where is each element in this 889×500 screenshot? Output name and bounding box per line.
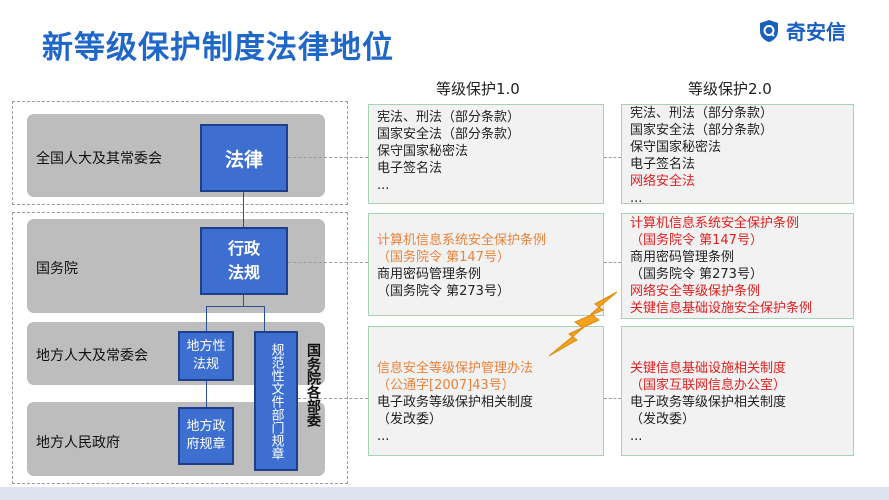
v1-panel-admin: 计算机信息系统安全保护条例 （国务院令 第147号） 商用密码管理条例 （国务院令 第… (368, 213, 604, 316)
local-regulation-box: 地方性 法规 (178, 331, 234, 381)
v1-panel-dept: 信息安全等级保护管理办法 （公通字[2007]43号） 电子政务等级保护相关制度 （发… (368, 326, 604, 456)
ministries-label: 国务院各部委 (305, 343, 321, 427)
page-title: 新等级保护制度法律地位 (42, 30, 394, 66)
connector-law-admin (243, 192, 244, 228)
panel-line: （国务院令 第273号） (630, 267, 763, 282)
national-group-frame (12, 101, 348, 205)
connector-v1-v2-row1 (604, 157, 621, 158)
column-header-v2: 等级保护2.0 (688, 80, 772, 98)
panel-line: （国务院令 第273号） (377, 284, 510, 299)
v2-panel-dept: 关键信息基础设施相关制度 （国家互联网信息办公室） 电子政务等级保护相关制度 （发改委… (621, 326, 854, 456)
v1-panel-law: 宪法、刑法（部分条款） 国家安全法（部分条款） 保守国家秘密法电子签名法... (368, 104, 604, 204)
connector-branch-h (206, 306, 264, 307)
admin-box-line1: 行政 (227, 239, 260, 258)
row-label-local-gov: 地方人民政府 (36, 435, 120, 451)
connector-branch-left (206, 306, 207, 331)
local-gov-rule-box: 地方政 府规章 (178, 407, 234, 465)
row-label-npc: 全国人大及其常委会 (36, 151, 162, 167)
panel-line: 网络安全法 (630, 174, 696, 189)
panel-line: （发改委） (377, 412, 443, 427)
panel-line: 国家安全法（部分条款） (630, 123, 774, 138)
panel-line: 电子政务等级保护相关制度 (377, 395, 534, 410)
admin-box-line2: 法规 (227, 263, 260, 282)
connector-dept-panel (298, 398, 368, 399)
connector-admin-panel (288, 262, 368, 263)
panel-line: （国务院令 第147号） (377, 250, 510, 265)
logo-text: 奇安信 (786, 20, 846, 44)
panel-line: 国家安全法（部分条款） (377, 127, 521, 142)
shield-logo-icon (760, 19, 778, 42)
panel-line: （国务院令 第147号） (630, 233, 763, 248)
bottom-strip (0, 487, 889, 500)
local-gov-rule-line2: 府规章 (186, 437, 226, 452)
connector-local-reg-gov (206, 380, 207, 408)
panel-line: 计算机信息系统安全保护条例 (377, 233, 547, 248)
panel-line: 信息安全等级保护管理办法 (377, 361, 534, 376)
panel-line: 宪法、刑法（部分条款） (377, 110, 521, 125)
row-label-state-council: 国务院 (36, 261, 78, 277)
panel-line: （发改委） (630, 412, 696, 427)
law-box: 法律 (200, 124, 288, 192)
admin-regulation-box: 行政 法规 (200, 227, 288, 295)
panel-line: 关键信息基础设施相关制度 (630, 361, 787, 376)
panel-line: 保守国家秘密法 (630, 140, 722, 155)
panel-line: 商用密码管理条例 (630, 250, 735, 265)
panel-line: ... (377, 429, 390, 444)
lightning-bolt-icon (548, 291, 618, 357)
connector-law-panel (288, 157, 368, 158)
local-reg-line1: 地方性 (186, 339, 226, 354)
brand-logo: 奇安信 (758, 16, 846, 45)
row-label-local-npc: 地方人大及常委会 (36, 348, 148, 364)
connector-v1-v2-row2 (604, 262, 621, 263)
local-gov-rule-line1: 地方政 (186, 419, 226, 434)
panel-line: 关键信息基础设施安全保护条例 (630, 301, 813, 316)
v2-panel-law: 宪法、刑法（部分条款） 国家安全法（部分条款） 保守国家秘密法电子签名法网络安全法.… (621, 104, 854, 204)
panel-line: 电子签名法 (377, 161, 443, 176)
panel-line: ... (377, 178, 390, 193)
panel-line: 电子签名法 (630, 157, 696, 172)
panel-line: （国家互联网信息办公室） (630, 378, 787, 393)
connector-admin-branch (243, 295, 244, 307)
panel-line: 网络安全等级保护条例 (630, 284, 761, 299)
panel-line: 计算机信息系统安全保护条例 (630, 216, 800, 231)
panel-line: 保守国家秘密法 (377, 144, 469, 159)
local-reg-line2: 法规 (192, 357, 219, 372)
panel-line: ... (630, 429, 643, 444)
law-box-label: 法律 (224, 148, 263, 171)
panel-line: （公通字[2007]43号） (377, 378, 515, 393)
panel-line: 宪法、刑法（部分条款） (630, 106, 774, 121)
connector-v1-v2-row3 (604, 398, 621, 399)
v2-panel-admin: 计算机信息系统安全保护条例 （国务院令 第147号） 商用密码管理条例 （国务院令 第… (621, 213, 854, 319)
column-header-v1: 等级保护1.0 (436, 80, 520, 98)
panel-line: ... (630, 191, 643, 204)
state-group-frame (12, 212, 348, 484)
panel-line: 商用密码管理条例 (377, 267, 482, 282)
dept-rules-label: 规范性文件部门规章 (268, 342, 284, 460)
panel-line: 电子政务等级保护相关制度 (630, 395, 787, 410)
connector-branch-right (264, 306, 265, 331)
dept-rules-box: 规范性文件部门规章 (254, 331, 298, 471)
